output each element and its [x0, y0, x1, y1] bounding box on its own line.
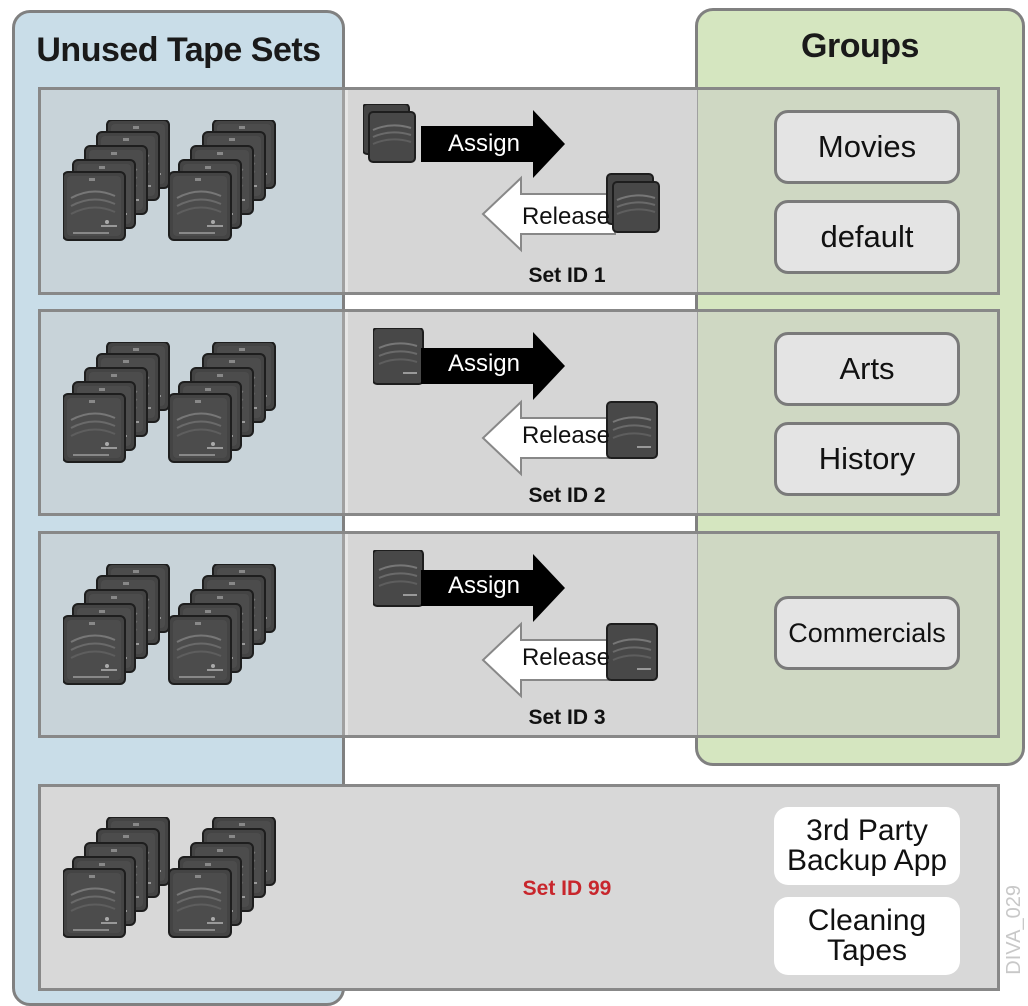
- set-row-3: Assign Release Set ID 3 Commercials: [38, 531, 1000, 738]
- release-label: Release: [521, 644, 611, 671]
- unused-tapes-icon: [63, 817, 293, 947]
- set-id-99-label: Set ID 99: [522, 877, 612, 900]
- set-row-99: Set ID 99 3rd Party Backup App Cleaning …: [38, 784, 1000, 991]
- unused-tape-sets-title: Unused Tape Sets: [36, 31, 321, 69]
- group-arts-button[interactable]: Arts: [774, 332, 960, 406]
- unused-tapes-icon: [63, 342, 293, 472]
- cleaning-tapes-label: Cleaning Tapes: [774, 897, 960, 975]
- release-label: Release: [521, 422, 611, 449]
- release-label: Release: [521, 203, 611, 230]
- assign-label: Assign: [447, 130, 521, 157]
- groups-title: Groups: [801, 27, 919, 65]
- assign-arrow: [373, 328, 565, 400]
- assign-arrow: [363, 104, 565, 178]
- unused-tapes-icon: [63, 120, 293, 250]
- set-id-label: Set ID 1: [528, 264, 606, 287]
- assign-arrow: [373, 550, 565, 622]
- set-id-label: Set ID 3: [528, 706, 606, 729]
- assign-label: Assign: [447, 572, 521, 599]
- group-history-button[interactable]: History: [774, 422, 960, 496]
- release-arrow: [481, 399, 658, 477]
- assign-label: Assign: [447, 350, 521, 377]
- set-id-label: Set ID 2: [528, 484, 606, 507]
- set-row-2: Assign Release Set ID 2 Arts History: [38, 309, 1000, 516]
- set-row-1: Assign Release Set ID 1 Movies default: [38, 87, 1000, 295]
- release-arrow: [481, 173, 660, 253]
- unused-tapes-icon: [63, 564, 293, 694]
- group-commercials-button[interactable]: Commercials: [774, 596, 960, 670]
- group-default-button[interactable]: default: [774, 200, 960, 274]
- group-movies-button[interactable]: Movies: [774, 110, 960, 184]
- third-party-backup-label: 3rd Party Backup App: [774, 807, 960, 885]
- figure-id: DIVA_029: [1003, 885, 1025, 975]
- release-arrow: [481, 621, 658, 699]
